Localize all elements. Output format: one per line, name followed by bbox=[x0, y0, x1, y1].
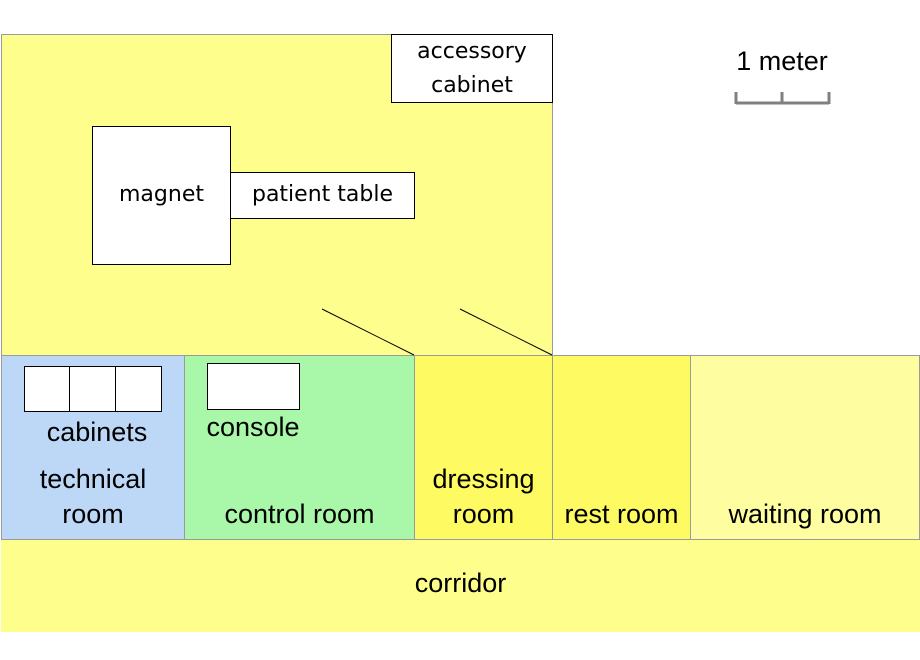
waiting-room bbox=[690, 355, 920, 540]
technical-room-label-2: room bbox=[62, 499, 124, 529]
magnet-label: magnet bbox=[119, 182, 204, 207]
control-room-label: control room bbox=[224, 499, 375, 529]
accessory-cabinet-label-2: cabinet bbox=[431, 73, 513, 98]
cabinet-3 bbox=[115, 366, 162, 412]
technical-room-label-1: technical bbox=[39, 464, 147, 494]
corridor bbox=[1, 540, 920, 632]
corridor-label: corridor bbox=[414, 568, 507, 598]
cabinets-label: cabinets bbox=[46, 417, 148, 447]
cabinet-1 bbox=[24, 366, 71, 412]
patient-table bbox=[230, 172, 415, 219]
dressing-room-label-1: dressing bbox=[432, 464, 535, 494]
dressing-room-label-2: room bbox=[452, 499, 515, 529]
waiting-room-label: waiting room bbox=[728, 499, 882, 529]
dressing-room bbox=[414, 355, 553, 540]
rest-room bbox=[552, 355, 691, 540]
patient-table-label: patient table bbox=[251, 182, 393, 207]
rest-room-label: rest room bbox=[564, 499, 679, 529]
accessory-cabinet bbox=[391, 34, 553, 103]
cabinet-2 bbox=[69, 366, 116, 412]
control-room-door bbox=[321, 308, 415, 356]
dressing-room-door bbox=[459, 308, 553, 356]
scale-label: 1 meter bbox=[736, 46, 828, 76]
console bbox=[207, 363, 300, 410]
accessory-cabinet-label-1: accessory bbox=[417, 39, 527, 64]
console-label: console bbox=[206, 412, 300, 442]
